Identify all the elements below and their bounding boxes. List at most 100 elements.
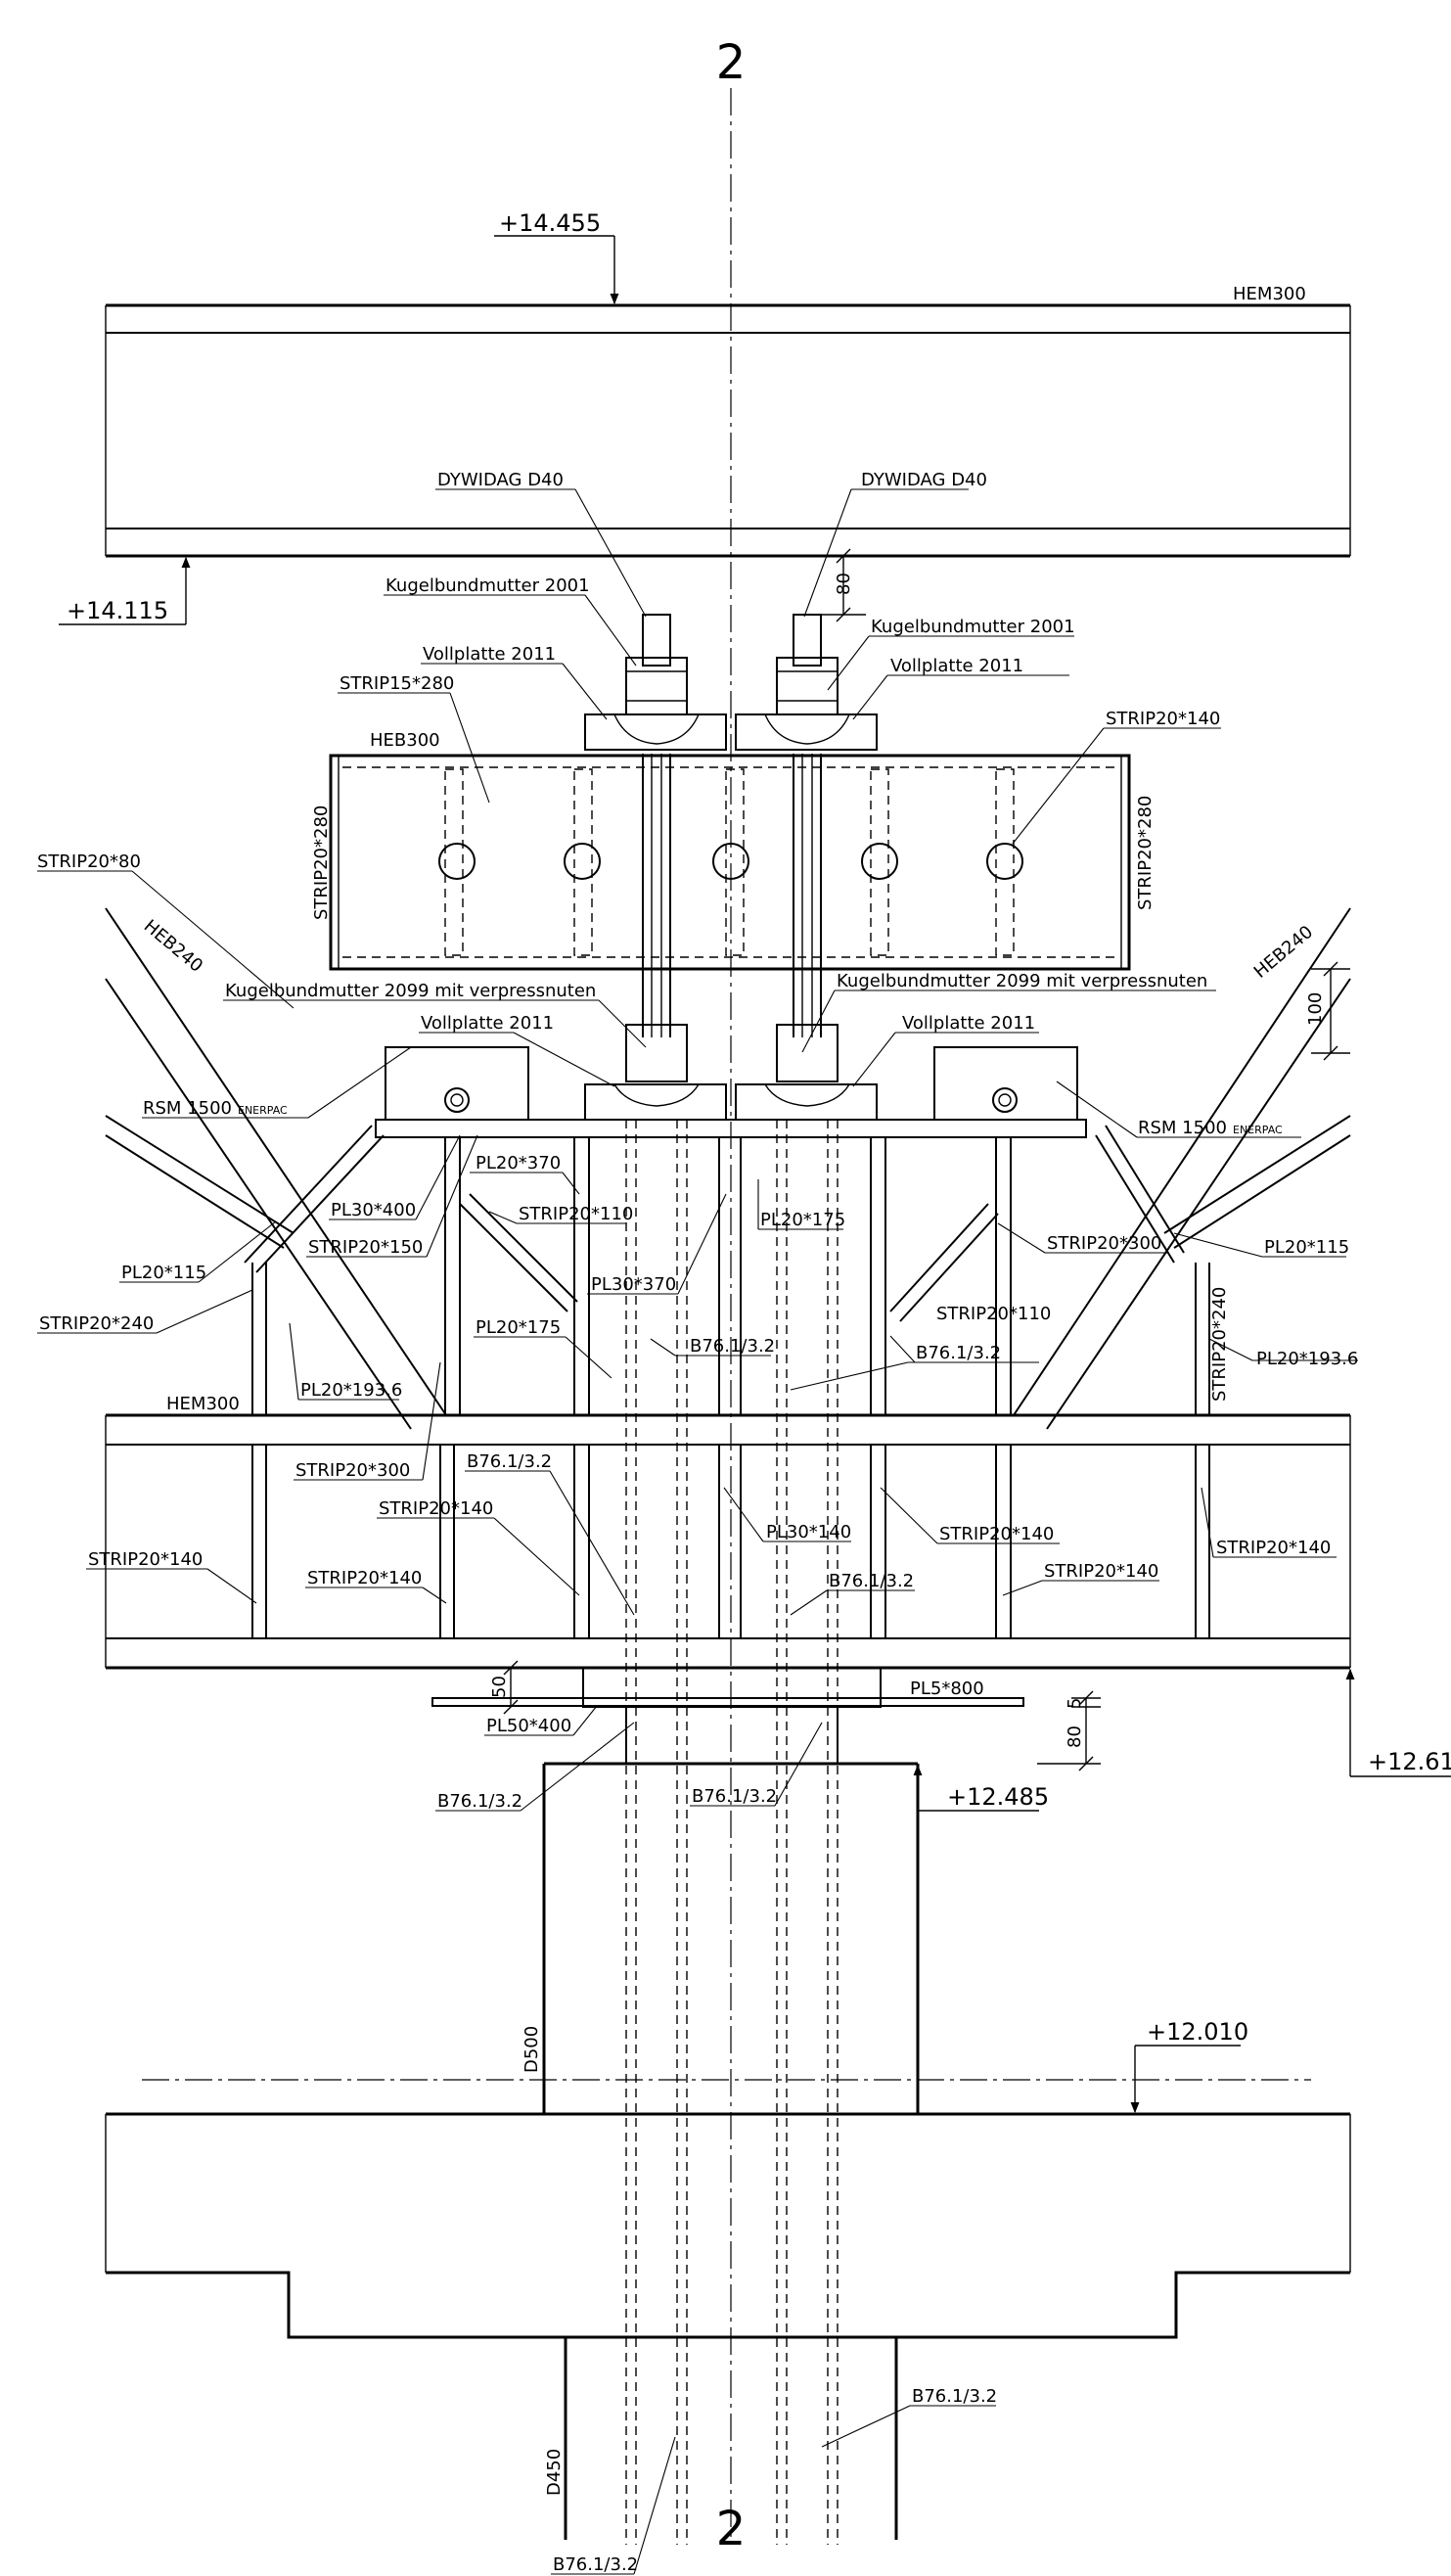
- dimension-50: [503, 1660, 519, 1715]
- label-pl20-193-right: PL20*193.6: [1256, 1349, 1358, 1369]
- lower-plate-right: [735, 1083, 878, 1121]
- lower-nut-left: [613, 1024, 700, 1107]
- label-vollplatte-right-top: Vollplatte 2011: [890, 656, 1023, 676]
- label-strip20-150: STRIP20*150: [308, 1237, 423, 1258]
- label-strip20-110-right: STRIP20*110: [936, 1304, 1051, 1324]
- column-d500: [542, 1762, 920, 2114]
- label-strip20-80: STRIP20*80: [37, 851, 141, 872]
- mid-beam-hem300: [105, 1413, 1351, 1670]
- label-pl20-370: PL20*370: [476, 1153, 561, 1173]
- label-d500: D500: [521, 2026, 542, 2073]
- label-strip20-140-a: STRIP20*140: [379, 1498, 493, 1519]
- rsm-left-brand: ENERPAC: [238, 1104, 288, 1117]
- label-vollplatte-left-bot: Vollplatte 2011: [421, 1013, 554, 1034]
- lower-nut-right: [764, 1024, 850, 1107]
- dimension-50-label: 50: [489, 1676, 510, 1698]
- label-strip20-140-top: STRIP20*140: [1106, 709, 1220, 729]
- elevation-12615: +12.615: [1368, 1748, 1451, 1775]
- label-strip15-280: STRIP15*280: [340, 673, 454, 694]
- label-b76-d: B76.1/3.2: [829, 1571, 914, 1591]
- elevation-14115: +14.115: [67, 597, 168, 624]
- leader-lines: [37, 488, 1358, 2575]
- label-heb300: HEB300: [370, 730, 440, 751]
- label-hem300-mid: HEM300: [166, 1394, 240, 1414]
- label-b76-g: B76.1/3.2: [912, 2386, 997, 2407]
- label-kbm2001-right: Kugelbundmutter 2001: [871, 617, 1075, 637]
- dimension-100: [1311, 961, 1350, 1061]
- elevation-marker-12615: [1345, 1668, 1451, 1777]
- dimension-100-label: 100: [1305, 992, 1326, 1026]
- label-d450: D450: [544, 2449, 565, 2496]
- label-pl5-800: PL5*800: [910, 1679, 984, 1699]
- label-vollplatte-right-bot: Vollplatte 2011: [902, 1013, 1035, 1034]
- label-rsm-left: RSM 1500 ENERPAC: [143, 1098, 288, 1119]
- upper-plate-left: [584, 713, 727, 751]
- dimension-5-label: 5: [1065, 1698, 1085, 1709]
- label-pl20-115-left: PL20*115: [121, 1263, 206, 1283]
- label-strip20-140-f: STRIP20*140: [1044, 1561, 1158, 1582]
- elevation-marker-14455: [494, 235, 619, 305]
- label-b76-b: B76.1/3.2: [916, 1343, 1001, 1363]
- upper-nut-right: [764, 657, 850, 745]
- label-strip20-140-e: STRIP20*140: [307, 1568, 422, 1588]
- label-strip20-300-left: STRIP20*300: [295, 1460, 410, 1481]
- label-vollplatte-left-top: Vollplatte 2011: [423, 644, 556, 665]
- elevation-12485: +12.485: [947, 1783, 1049, 1811]
- dimension-80-top-label: 80: [834, 573, 854, 595]
- label-strip20-240-right: STRIP20*240: [1209, 1287, 1230, 1402]
- label-pl50-400: PL50*400: [486, 1716, 571, 1736]
- rsm-right-brand: ENERPAC: [1233, 1124, 1283, 1136]
- label-strip20-280-right: STRIP20*280: [1135, 796, 1156, 910]
- elevation-marker-12485: [913, 1764, 1039, 1812]
- label-heb240-left: HEB240: [140, 916, 206, 977]
- label-pl20-193-left: PL20*193.6: [300, 1380, 402, 1401]
- label-kbm2001-left: Kugelbundmutter 2001: [385, 575, 590, 596]
- top-beam-hem300: [105, 303, 1351, 558]
- upper-plate-right: [735, 713, 878, 751]
- elevation-12010: +12.010: [1147, 2018, 1248, 2046]
- lower-plate-left: [584, 1083, 727, 1121]
- label-pl30-370: PL30*370: [591, 1274, 676, 1295]
- rsm-left-model: RSM 1500: [143, 1098, 232, 1119]
- dimension-80-top: [822, 548, 866, 622]
- label-strip20-140-d: STRIP20*140: [88, 1549, 203, 1570]
- elevation-marker-12010: [1130, 2045, 1241, 2114]
- label-pl30-140: PL30*140: [766, 1522, 851, 1542]
- label-strip20-240-left: STRIP20*240: [39, 1313, 154, 1334]
- section-mark-top: 2: [716, 35, 747, 90]
- section-mark-bottom: 2: [716, 2502, 747, 2556]
- label-pl20-175-top: PL20*175: [760, 1210, 845, 1230]
- vertical-stiffeners-upper: [251, 1137, 1210, 1415]
- heb300-cross-beam: [329, 754, 1131, 971]
- hidden-tube-lines: [625, 1120, 839, 2545]
- label-strip20-140-b: STRIP20*140: [939, 1524, 1054, 1544]
- label-strip20-280-left: STRIP20*280: [311, 805, 332, 920]
- label-rsm-right: RSM 1500 ENERPAC: [1138, 1118, 1283, 1138]
- label-pl20-175-mid: PL20*175: [476, 1317, 561, 1338]
- rsm-right-model: RSM 1500: [1138, 1118, 1227, 1138]
- label-pl20-115-right: PL20*115: [1264, 1237, 1349, 1258]
- label-dywidag-right: DYWIDAG D40: [861, 470, 987, 490]
- label-strip20-110-left: STRIP20*110: [519, 1204, 633, 1224]
- label-strip20-300-right: STRIP20*300: [1047, 1233, 1161, 1254]
- label-kbm2099-right: Kugelbundmutter 2099 mit verpressnuten: [837, 971, 1207, 991]
- distribution-plate: [375, 1119, 1087, 1138]
- rsm-jack-right: [933, 1046, 1078, 1121]
- dimension-5-80: [1037, 1690, 1101, 1771]
- label-dywidag-left: DYWIDAG D40: [437, 470, 564, 490]
- label-b76-f: B76.1/3.2: [692, 1786, 777, 1807]
- diagonal-brace-left: [105, 907, 578, 1430]
- pile-d450: [564, 2337, 898, 2540]
- label-strip20-140-c: STRIP20*140: [1216, 1538, 1331, 1558]
- upper-nut-left: [613, 657, 700, 745]
- label-b76-e: B76.1/3.2: [437, 1791, 522, 1812]
- mid-beam-stiffeners: [251, 1445, 1210, 1638]
- elevation-marker-14115: [59, 556, 191, 625]
- elevation-14455: +14.455: [499, 209, 601, 237]
- centerline: [142, 88, 1311, 2540]
- label-b76-a: B76.1/3.2: [690, 1336, 775, 1357]
- rsm-jack-left: [385, 1046, 529, 1121]
- label-hem300-top: HEM300: [1233, 284, 1306, 304]
- label-b76-h: B76.1/3.2: [553, 2554, 638, 2575]
